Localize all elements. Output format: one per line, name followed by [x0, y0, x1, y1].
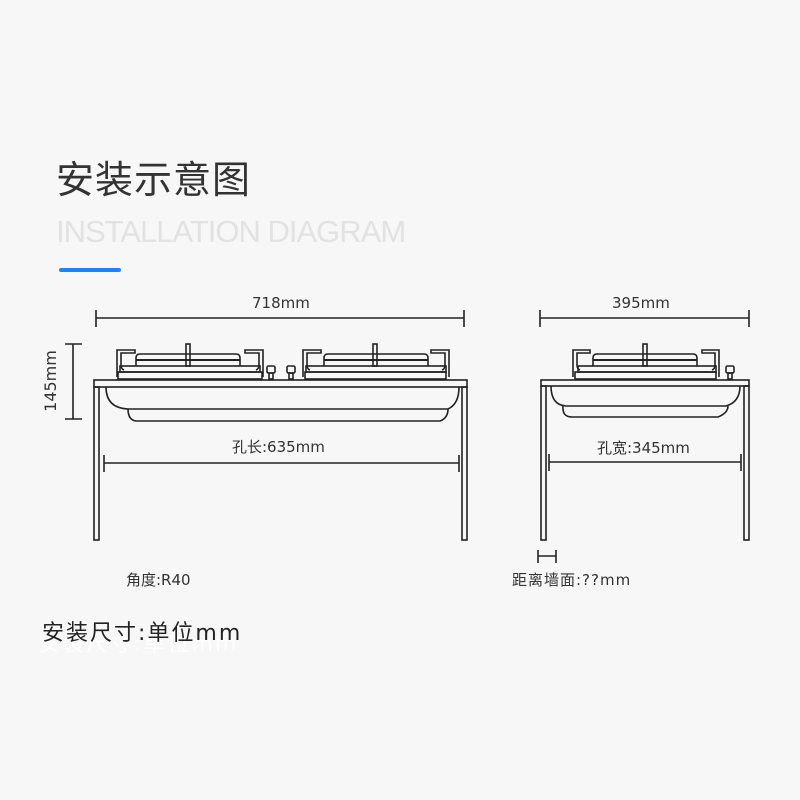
overall-width-label: 718mm	[252, 294, 310, 312]
hole-length-label: 孔长:635mm	[232, 438, 325, 456]
wall-distance-label: 距离墙面:??mm	[512, 571, 632, 589]
units-note: 安装尺寸:单位mm	[42, 621, 243, 646]
overall-depth-label: 395mm	[612, 294, 670, 312]
page-title: 安装示意图	[56, 158, 252, 202]
accent-bar	[59, 268, 121, 272]
front-view-drawing	[65, 310, 468, 541]
hole-width-label: 孔宽:345mm	[597, 439, 690, 457]
height-label: 145mm	[40, 350, 60, 412]
corner-radius-label: 角度:R40	[126, 571, 191, 589]
page-subtitle: INSTALLATION DIAGRAM	[56, 214, 406, 249]
side-view-drawing	[537, 310, 750, 563]
units-note-shadow: 安装尺寸:单位mm	[38, 632, 239, 657]
